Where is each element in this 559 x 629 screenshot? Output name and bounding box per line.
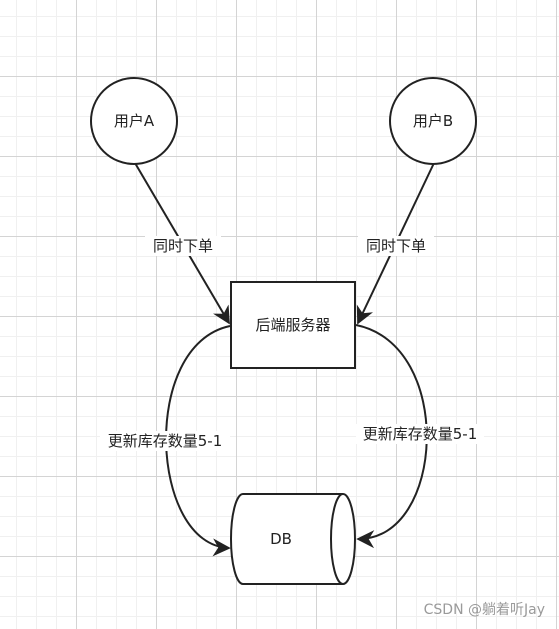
node-server-label: 后端服务器 xyxy=(255,316,330,334)
edge-label-right: 更新库存数量5-1 xyxy=(363,425,478,443)
node-db[interactable]: DB xyxy=(230,493,356,585)
watermark: CSDN @躺着听Jay xyxy=(424,602,545,618)
node-user-b-label: 用户B xyxy=(413,112,453,130)
edge-label-left: 更新库存数量5-1 xyxy=(108,432,223,450)
node-user-a[interactable]: 用户A xyxy=(90,77,178,165)
node-user-a-label: 用户A xyxy=(114,112,155,130)
edge-label-a: 同时下单 xyxy=(153,237,213,255)
node-user-b[interactable]: 用户B xyxy=(389,77,477,165)
node-server[interactable]: 后端服务器 xyxy=(230,281,356,369)
edge-label-b: 同时下单 xyxy=(366,237,426,255)
node-db-label: DB xyxy=(270,530,292,548)
